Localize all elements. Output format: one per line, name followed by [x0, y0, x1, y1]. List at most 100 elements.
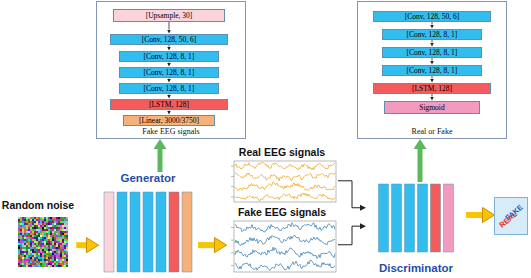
noise-pixel [62, 261, 64, 263]
noise-pixel [34, 237, 36, 239]
noise-pixel [60, 265, 62, 267]
noise-pixel [46, 241, 48, 243]
network-panel: Fake EEG signals[Upsample, 30][Conv, 128… [96, 1, 246, 139]
noise-pixel [54, 263, 56, 265]
noise-pixel [28, 237, 30, 239]
noise-pixel [44, 225, 46, 227]
noise-pixel [48, 229, 50, 231]
noise-pixel [52, 237, 54, 239]
noise-pixel [60, 219, 62, 221]
noise-pixel [44, 231, 46, 233]
noise-pixel [28, 233, 30, 235]
noise-pixel [22, 233, 24, 235]
noise-pixel [56, 245, 58, 247]
noise-pixel [30, 225, 32, 227]
noise-pixel [28, 245, 30, 247]
noise-pixel [56, 227, 58, 229]
noise-pixel [56, 223, 58, 225]
noise-pixel [42, 241, 44, 243]
noise-pixel [54, 249, 56, 251]
noise-pixel [42, 259, 44, 261]
noise-pixel [66, 239, 68, 241]
noise-pixel [32, 235, 34, 237]
noise-pixel [18, 253, 20, 255]
noise-pixel [64, 217, 66, 219]
noise-pixel [38, 235, 40, 237]
noise-pixel [28, 241, 30, 243]
noise-pixel [36, 241, 38, 243]
noise-pixel [22, 243, 24, 245]
noise-pixel [62, 259, 64, 261]
noise-pixel [28, 235, 30, 237]
noise-pixel [60, 233, 62, 235]
noise-pixel [42, 249, 44, 251]
signal-plot: Fake EEG signals [226, 206, 338, 274]
noise-pixel [46, 263, 48, 265]
noise-pixel [50, 231, 52, 233]
noise-pixel [30, 259, 32, 261]
axis-tick [231, 166, 234, 167]
layer-box: [LSTM, 128] [373, 83, 491, 94]
noise-pixel [62, 229, 64, 231]
noise-pixel [26, 243, 28, 245]
network-stack: Discriminator [366, 182, 466, 274]
noise-pixel [30, 247, 32, 249]
noise-pixel [50, 235, 52, 237]
noise-pixel [58, 249, 60, 251]
noise-pixel [20, 265, 22, 267]
noise-pixel [62, 231, 64, 233]
noise-pixel [22, 229, 24, 231]
noise-pixel [54, 217, 56, 219]
noise-pixel [36, 261, 38, 263]
noise-pixel [66, 255, 68, 257]
noise-pixel [64, 219, 66, 221]
noise-pixel [22, 223, 24, 225]
noise-pixel [54, 235, 56, 237]
noise-pixel [62, 263, 64, 265]
eeg-trace [235, 193, 335, 201]
noise-pixel [40, 253, 42, 255]
noise-pixel [26, 239, 28, 241]
noise-pixel [36, 259, 38, 261]
plot-frame [234, 161, 336, 202]
noise-pixel [56, 249, 58, 251]
node-label: [Conv, 128, 8, 1] [407, 48, 458, 57]
noise-pixel [28, 223, 30, 225]
layer-box: [Conv, 128, 8, 1] [382, 47, 482, 58]
node-label: Generator [121, 172, 176, 184]
noise-pixel [32, 257, 34, 259]
noise-pixel [36, 253, 38, 255]
noise-pixel [22, 255, 24, 257]
noise-pixel [44, 223, 46, 225]
noise-pixel [26, 261, 28, 263]
noise-pixel [30, 219, 32, 221]
noise-pixel [46, 229, 48, 231]
noise-pixel [40, 243, 42, 245]
noise-pixel [26, 259, 28, 261]
noise-pixel [32, 265, 34, 267]
noise-pixel [32, 239, 34, 241]
noise-pixel [46, 253, 48, 255]
node-label: [Upsample, 30] [146, 11, 193, 20]
noise-pixel [46, 245, 48, 247]
noise-pixel [44, 227, 46, 229]
noise-pixel [22, 225, 24, 227]
noise-pixel [50, 251, 52, 253]
noise-pixel [48, 241, 50, 243]
noise-pixel [30, 241, 32, 243]
noise-pixel [26, 235, 28, 237]
noise-pixel [34, 217, 36, 219]
noise-pixel [52, 263, 54, 265]
noise-pixel [66, 241, 68, 243]
noise-pixel [36, 227, 38, 229]
noise-pixel [24, 263, 26, 265]
noise-pixel [20, 257, 22, 259]
noise-pixel [66, 233, 68, 235]
noise-pixel [22, 261, 24, 263]
layer-bar [418, 184, 428, 252]
noise-pixel [24, 247, 26, 249]
noise-pixel [36, 247, 38, 249]
noise-pixel [24, 229, 26, 231]
noise-pixel [18, 217, 20, 219]
node-label: [Conv, 128, 8, 1] [144, 84, 195, 93]
